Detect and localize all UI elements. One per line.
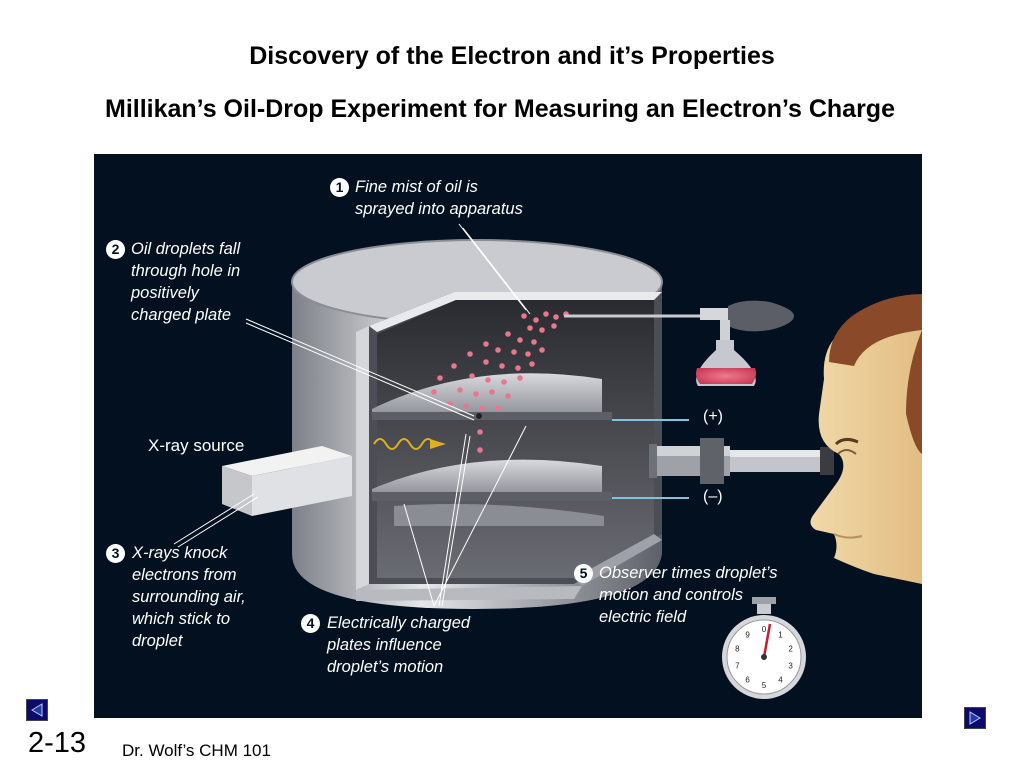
observer-head [810, 294, 922, 584]
slide-number: 2-13 [28, 727, 87, 759]
negative-plate-label: (–) [703, 488, 723, 505]
step-3-badge: 3 [106, 544, 125, 563]
oil-droplet [479, 405, 485, 411]
oil-droplet [437, 375, 443, 381]
stopwatch-numeral: 4 [778, 676, 783, 685]
atomizer-flask [564, 300, 794, 386]
stopwatch-numeral: 1 [778, 630, 783, 639]
stopwatch-numeral: 5 [762, 681, 767, 690]
step-5-text: Observer times droplet’s motion and cont… [599, 564, 778, 626]
oil-droplet [517, 375, 523, 381]
stopwatch-numeral: 3 [788, 662, 793, 671]
slide-title: Discovery of the Electron and it’s Prope… [249, 42, 775, 70]
oil-droplet [495, 405, 501, 411]
triangle-right-icon [969, 711, 981, 725]
oil-droplet [489, 389, 495, 395]
oil-droplet [483, 359, 489, 365]
oil-droplet [539, 347, 545, 353]
negative-plate [372, 459, 689, 526]
oil-droplet [451, 363, 457, 369]
stopwatch-numeral: 7 [735, 662, 740, 671]
next-slide-button[interactable] [964, 707, 986, 729]
oil-droplet [477, 447, 483, 453]
oil-droplets [431, 311, 569, 453]
step-1-text: Fine mist of oil is sprayed into apparat… [355, 178, 523, 218]
apparatus-cylinder [291, 239, 663, 609]
oil-droplet [467, 351, 473, 357]
step-4-text: Electrically charged plates influence dr… [327, 614, 471, 676]
prev-slide-button[interactable] [26, 699, 48, 721]
oil-droplet [551, 323, 557, 329]
step-2-badge: 2 [106, 240, 125, 259]
xray-wave [373, 438, 435, 450]
oil-droplet [553, 314, 559, 320]
oil-droplet [501, 379, 507, 385]
oil-droplet [531, 339, 537, 345]
xray-source-box [222, 446, 352, 516]
positive-plate-label: (+) [703, 408, 723, 425]
telescope [649, 438, 834, 484]
stopwatch: 0 12 34 5 67 89 [722, 597, 806, 699]
step-5-badge: 5 [574, 564, 593, 583]
triangle-left-icon [31, 703, 43, 717]
step-1-badge: 1 [330, 178, 349, 197]
oil-droplet [515, 365, 521, 371]
oil-droplet [477, 429, 483, 435]
oil-droplet [505, 331, 511, 337]
oil-droplet [511, 349, 517, 355]
oil-droplet [431, 389, 437, 395]
oil-droplet [469, 373, 475, 379]
oil-droplet [517, 337, 523, 343]
footer-text: Dr. Wolf’s CHM 101 [122, 741, 271, 760]
oil-droplet [495, 347, 501, 353]
oil-droplet [485, 377, 491, 383]
slide-subtitle: Millikan’s Oil-Drop Experiment for Measu… [105, 95, 895, 123]
xray-source-label: X-ray source [148, 436, 245, 455]
oil-droplet [527, 325, 533, 331]
leader-lines [173, 223, 531, 607]
stopwatch-numeral: 2 [788, 644, 793, 653]
oil-droplet [499, 363, 505, 369]
oil-droplet [483, 341, 489, 347]
stopwatch-numeral: 0 [762, 625, 767, 634]
oil-droplet [505, 393, 511, 399]
oil-droplet [533, 317, 539, 323]
step-3-text: X-rays knock electrons from surrounding … [132, 544, 246, 650]
oil-droplet [457, 387, 463, 393]
oil-droplet [529, 361, 535, 367]
oil-droplet [525, 351, 531, 357]
oil-droplet [543, 311, 549, 317]
positive-plate [372, 373, 689, 421]
oil-droplet [463, 403, 469, 409]
step-4-badge: 4 [301, 614, 320, 633]
oil-droplet [473, 391, 479, 397]
stopwatch-numeral: 8 [735, 644, 740, 653]
step-2-text: Oil droplets fall through hole in positi… [131, 240, 241, 324]
stopwatch-numeral: 6 [745, 676, 750, 685]
oil-droplet [521, 313, 527, 319]
xray-arrow [430, 439, 446, 449]
stopwatch-numeral: 9 [745, 630, 750, 639]
oil-droplet [539, 327, 545, 333]
